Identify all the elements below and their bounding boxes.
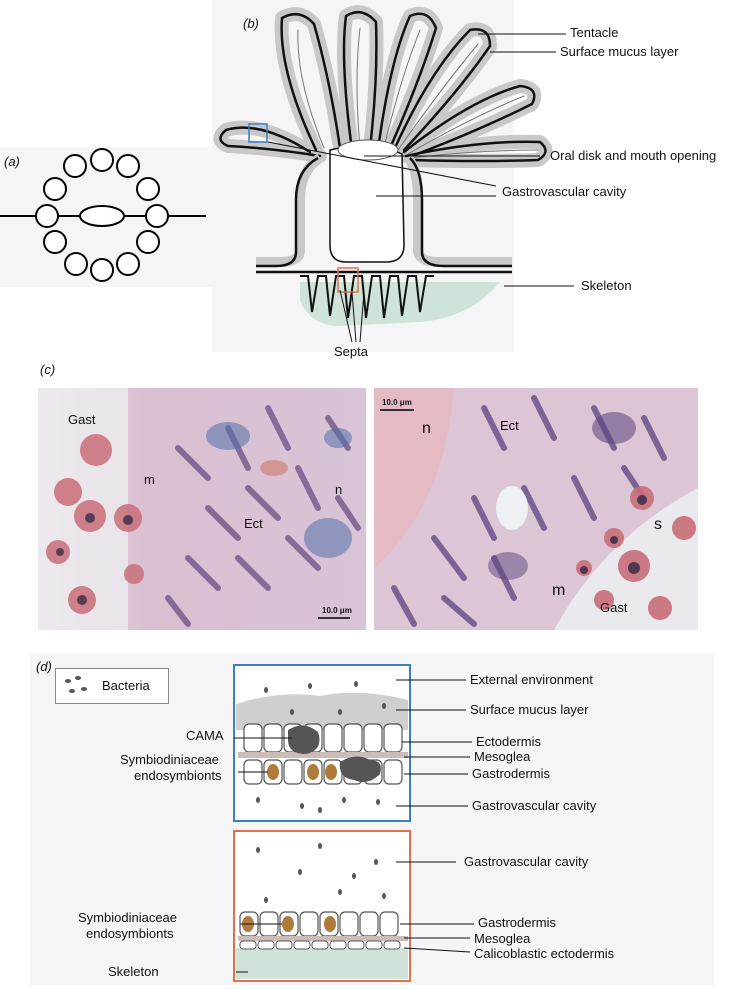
label-gastrodermis-top: Gastrodermis xyxy=(472,766,551,781)
micro-left-label-m: m xyxy=(144,472,155,487)
label-symbiodiniaceae-bottom-1: Symbiodiniaceae xyxy=(78,910,178,925)
micro-left-label-n: n xyxy=(335,482,343,497)
label-gastrovascular-bottom: Gastrovascular cavity xyxy=(464,854,589,869)
label-tentacle: Tentacle xyxy=(570,25,619,40)
micro-right-label-s: s xyxy=(654,516,662,533)
label-symbiodiniaceae-top-1: Symbiodiniaceae xyxy=(120,752,220,767)
label-skeleton: Skeleton xyxy=(581,278,632,293)
micrograph-left: Gast m n Ect 10.0 μm xyxy=(38,388,366,630)
panel-b-letter: (b) xyxy=(243,16,259,31)
label-symbiodiniaceae-bottom-2: endosymbionts xyxy=(86,926,174,941)
micro-right-scale-bar: 10.0 μm xyxy=(382,398,412,407)
label-mesoglea-top: Mesoglea xyxy=(474,749,531,764)
micrograph-right: 10.0 μm n Ect s m Gast xyxy=(374,388,698,630)
micro-right-label-ect: Ect xyxy=(500,418,519,433)
panel-a-letter: (a) xyxy=(4,154,20,169)
label-ectodermis: Ectodermis xyxy=(476,734,542,749)
blue-inset-marker xyxy=(248,123,268,143)
label-mesoglea-bottom: Mesoglea xyxy=(474,931,531,946)
panel-c-letter: (c) xyxy=(40,362,56,377)
label-septa: Septa xyxy=(334,344,368,359)
micro-left-label-ect: Ect xyxy=(244,516,263,531)
micro-right-label-gast: Gast xyxy=(600,600,628,615)
label-cama: CAMA xyxy=(186,728,224,743)
orange-inset-marker xyxy=(337,267,359,293)
legend-label-bacteria: Bacteria xyxy=(102,678,150,693)
label-symbiodiniaceae-top-2: endosymbionts xyxy=(134,768,222,783)
label-gastrovascular-top: Gastrovascular cavity xyxy=(472,798,597,813)
label-external-environment: External environment xyxy=(470,672,593,687)
label-surface-mucus-layer: Surface mucus layer xyxy=(560,44,679,59)
label-oral-disk: Oral disk and mouth opening xyxy=(550,148,717,163)
micro-right-label-m: m xyxy=(552,582,566,599)
label-calicoblastic-ectodermis: Calicoblastic ectodermis xyxy=(474,946,615,961)
panel-d-letter: (d) xyxy=(36,659,52,674)
micro-right-label-n: n xyxy=(422,420,431,437)
label-gastrodermis-bottom: Gastrodermis xyxy=(478,915,557,930)
micro-left-label-gast: Gast xyxy=(68,412,96,427)
micro-left-scale-bar: 10.0 μm xyxy=(322,606,352,615)
label-gastrovascular-cavity: Gastrovascular cavity xyxy=(502,184,627,199)
label-skeleton-bottom: Skeleton xyxy=(108,964,159,979)
label-surface-mucus-top: Surface mucus layer xyxy=(470,702,589,717)
bacteria-legend: Bacteria xyxy=(55,668,169,704)
